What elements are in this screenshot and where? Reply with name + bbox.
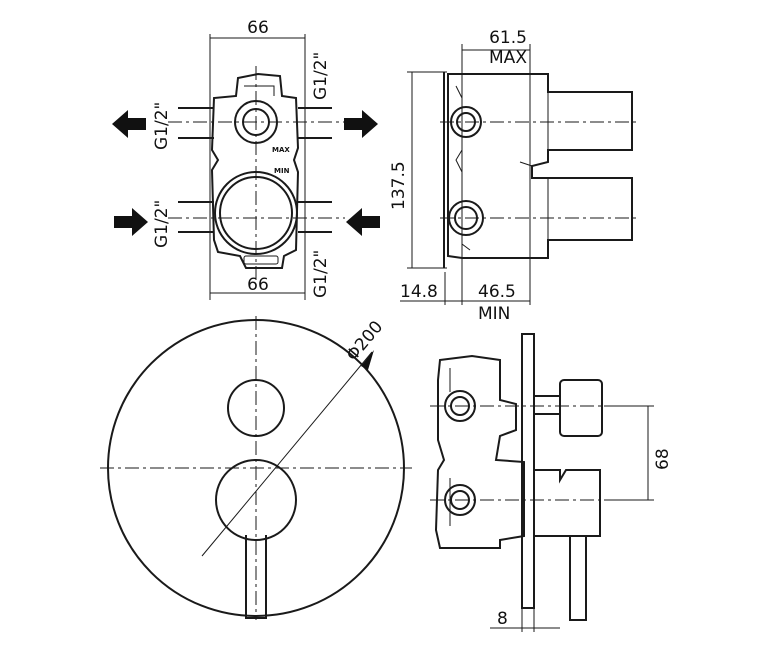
dim-depth-min: 46.5 <box>478 282 516 302</box>
dim-port-upper-right: G1/2" <box>311 52 331 100</box>
arrow-right-out-icon <box>344 110 378 138</box>
front-view-body: MAX MIN 66 66 G1/2" G1/2" G1/2" G1/2" <box>112 18 380 300</box>
lower-left-pipe <box>178 201 214 233</box>
lever-handle-side <box>569 536 587 621</box>
arrow-right-in-icon <box>346 208 380 236</box>
dim-top-width: 66 <box>247 18 269 38</box>
dim-port-upper-left: G1/2" <box>152 102 172 150</box>
arrow-left-out-icon <box>112 110 146 138</box>
label-max: MAX <box>489 48 527 68</box>
upper-right-pipe <box>298 107 332 139</box>
dim-port-lower-left: G1/2" <box>152 200 172 248</box>
diverter-knob <box>559 379 603 437</box>
side-view-body: 61.5 MAX 137.5 14.8 46.5 MIN <box>389 28 640 324</box>
body-mark-max: MAX <box>272 146 290 154</box>
assembly-side-view: 68 8 <box>430 333 673 632</box>
dim-port-lower-right: G1/2" <box>311 250 331 298</box>
arrow-left-in-icon <box>114 208 148 236</box>
dim-plate-diameter: Φ200 <box>343 317 388 365</box>
dim-depth-max: 61.5 <box>489 28 527 48</box>
diameter-leader <box>201 351 373 557</box>
dim-handle-spacing: 68 <box>653 448 673 470</box>
lower-right-pipe <box>298 201 332 233</box>
assembly-body-outline <box>434 354 525 549</box>
side-body-outline <box>447 73 633 259</box>
upper-left-pipe <box>178 107 214 139</box>
body-mark-min: MIN <box>274 167 290 175</box>
dim-plate-thickness: 8 <box>497 609 508 629</box>
dim-height: 137.5 <box>389 161 409 210</box>
label-min: MIN <box>478 304 510 324</box>
dim-bottom-width: 66 <box>247 275 269 295</box>
plate-front-view: Φ200 <box>100 316 412 620</box>
diverter-stem <box>534 395 560 415</box>
dim-wall-offset: 14.8 <box>400 282 438 302</box>
lever-body <box>534 469 601 537</box>
body-outline <box>210 72 300 269</box>
